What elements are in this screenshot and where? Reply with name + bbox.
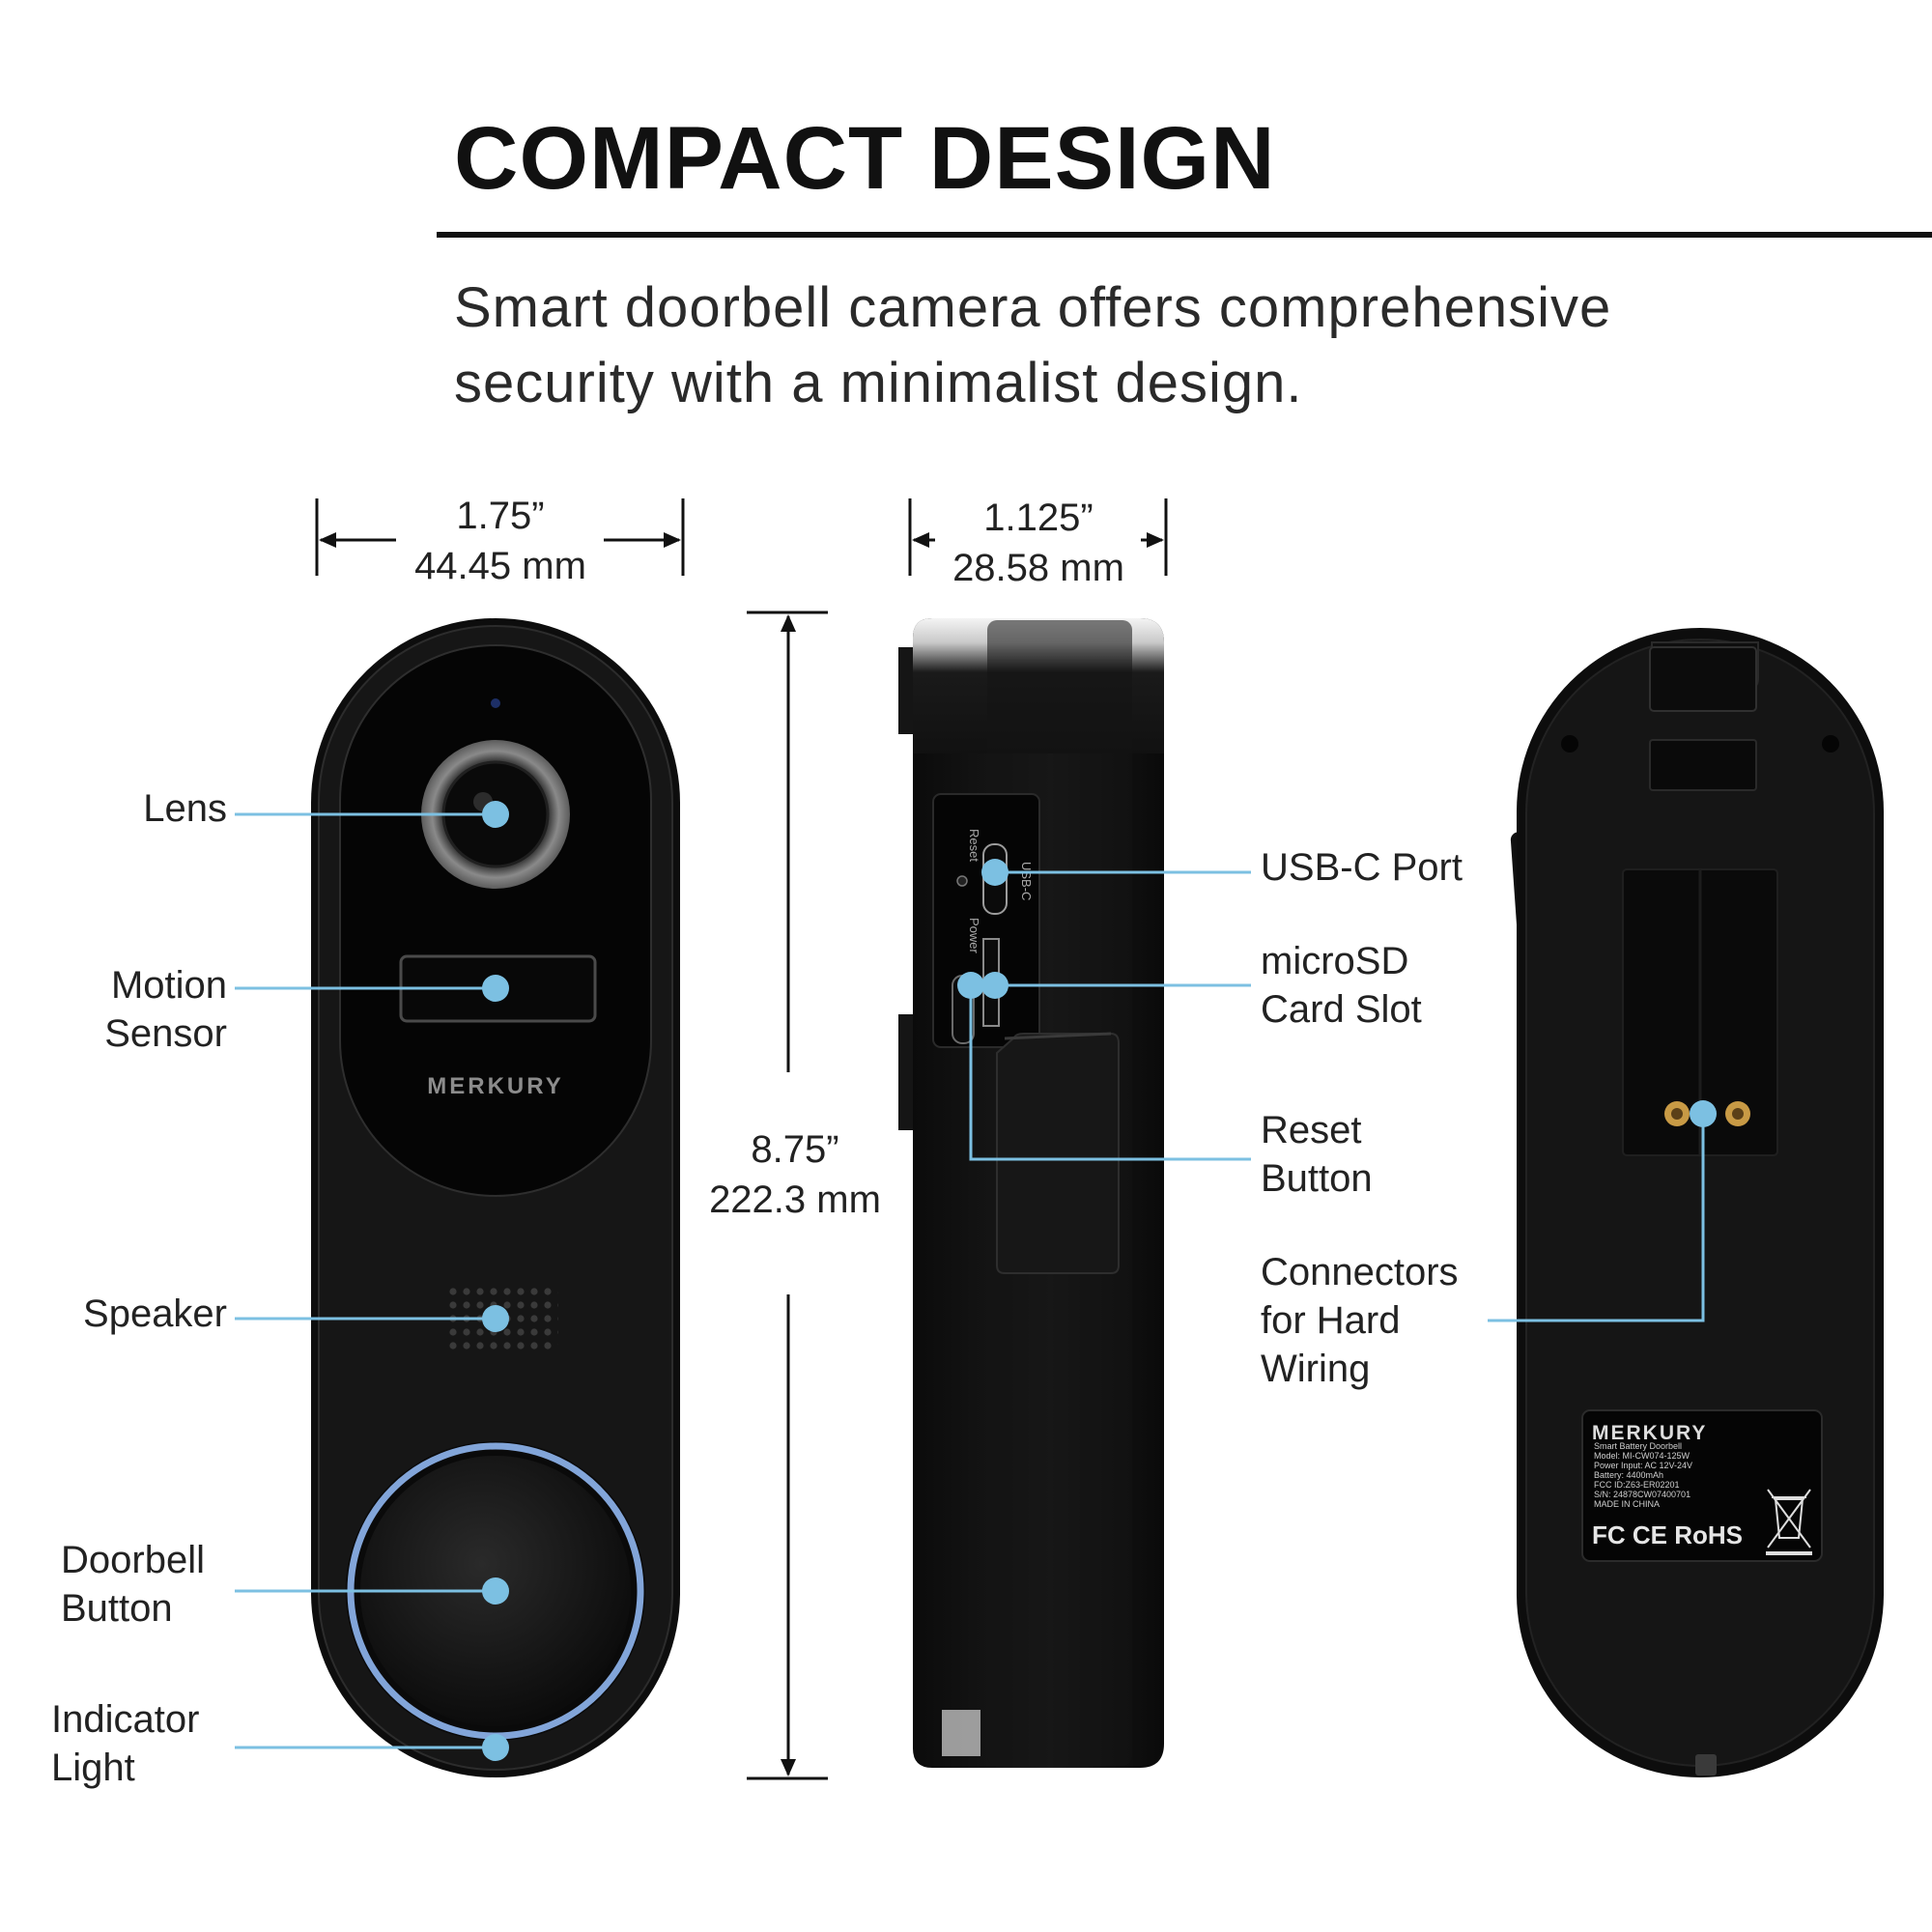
label-line-1: Smart Battery Doorbell	[1594, 1441, 1682, 1451]
reset-button-callout: Reset Button	[1261, 1106, 1373, 1203]
port-cover-flap	[996, 1033, 1120, 1274]
label-certifications: FC CE RoHS	[1592, 1520, 1743, 1549]
usbc-port-callout: USB-C Port	[1261, 843, 1463, 892]
label-line-2: Model: MI-CW074-125W	[1594, 1451, 1690, 1461]
connectors-callout: Connectors for Hard Wiring	[1261, 1248, 1459, 1393]
depth-inches-label: 1.125”	[983, 497, 1094, 539]
connectors-label-2: for Hard	[1261, 1299, 1401, 1342]
depth-mm-label: 28.58 mm	[952, 547, 1124, 589]
reset-label-1: Reset	[1261, 1109, 1362, 1151]
port-label-reset: Reset	[967, 829, 981, 862]
front-view: MERKURY	[311, 618, 680, 1777]
subtitle-line-2: security with a minimalist design.	[454, 352, 1303, 414]
speaker-callout: Speaker	[83, 1290, 227, 1338]
motion-sensor-label-1: Motion	[110, 964, 227, 1007]
callout-dots	[482, 801, 1717, 1761]
callout-leaders	[235, 812, 1705, 1749]
connectors-callout-dot	[1690, 1100, 1717, 1127]
height-inches-label: 8.75”	[751, 1128, 839, 1171]
speaker-callout-dot	[482, 1305, 509, 1332]
doorbell-button-label-1: Doorbell	[61, 1539, 205, 1581]
reset-callout-dot	[957, 972, 984, 999]
doorbell-button-label-2: Button	[61, 1587, 173, 1630]
port-label-power: Power	[967, 918, 981, 954]
indicator-light-callout-dot	[482, 1734, 509, 1761]
product-info-label	[1581, 1409, 1823, 1562]
port-label-usbc: USB-C	[1019, 862, 1034, 900]
indicator-light-label-2: Light	[51, 1747, 135, 1789]
connectors-label-3: Wiring	[1261, 1348, 1371, 1390]
width-dimension-arrow	[315, 498, 685, 576]
front-brand-logo: MERKURY	[427, 1073, 563, 1099]
back-view: MERKURY Smart Battery Doorbell Model: MI…	[1510, 628, 1884, 1777]
microsd-slot-callout: microSD Card Slot	[1261, 937, 1422, 1034]
motion-sensor-callout-dot	[482, 975, 509, 1002]
motion-sensor-label-2: Sensor	[104, 1012, 227, 1055]
label-brand: MERKURY	[1592, 1422, 1707, 1444]
usbc-port-label: USB-C Port	[1261, 846, 1463, 889]
title-underline	[437, 232, 1932, 238]
indicator-light-callout: Indicator Light	[51, 1695, 199, 1792]
label-line-3: Power Input: AC 12V-24V	[1594, 1461, 1692, 1470]
height-dimension-arrow	[747, 611, 828, 1780]
indicator-light-label-1: Indicator	[51, 1698, 200, 1741]
width-inches-label: 1.75”	[456, 495, 545, 537]
subtitle-line-1: Smart doorbell camera offers comprehensi…	[454, 276, 1612, 339]
label-line-5: FCC ID:Z63-ER02201	[1594, 1480, 1680, 1490]
weee-bin-icon	[1766, 1489, 1812, 1555]
label-line-6: S/N: 24878CW07400701	[1594, 1490, 1690, 1499]
reset-label-2: Button	[1261, 1157, 1373, 1200]
depth-dimension-arrow	[908, 498, 1168, 576]
page-title: COMPACT DESIGN	[454, 109, 1276, 208]
reset-pinhole	[956, 875, 968, 887]
lens-callout: Lens	[143, 784, 227, 833]
lens-callout-dot	[482, 801, 509, 828]
microsd-label-2: Card Slot	[1261, 988, 1422, 1031]
connectors-label-1: Connectors	[1261, 1251, 1459, 1293]
label-line-7: MADE IN CHINA	[1594, 1499, 1660, 1509]
microsd-callout-dot	[981, 972, 1009, 999]
lens-label: Lens	[143, 787, 227, 830]
height-mm-label: 222.3 mm	[709, 1179, 881, 1221]
doorbell-button-callout-dot	[482, 1577, 509, 1605]
label-line-4: Battery: 4400mAh	[1594, 1470, 1663, 1480]
doorbell-button-callout: Doorbell Button	[61, 1536, 205, 1633]
motion-sensor-callout: Motion Sensor	[104, 961, 227, 1058]
usbc-callout-dot	[981, 859, 1009, 886]
side-view: Reset USB-C Power	[898, 618, 1164, 1768]
width-mm-label: 44.45 mm	[414, 545, 586, 587]
speaker-label: Speaker	[83, 1293, 227, 1335]
microsd-label-1: microSD	[1261, 940, 1409, 982]
